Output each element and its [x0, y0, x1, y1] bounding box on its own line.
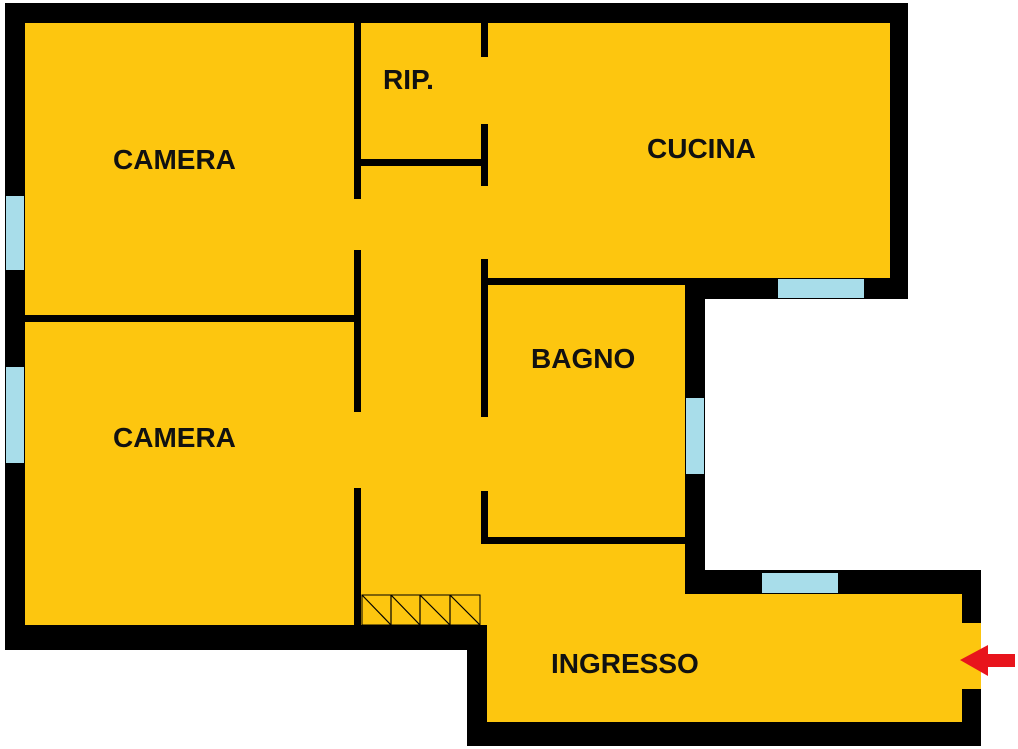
room-label-cucina: CUCINA: [647, 133, 756, 164]
window-bagno: [686, 398, 704, 474]
room-label-camera-top: CAMERA: [113, 144, 236, 175]
room-label-camera-bottom: CAMERA: [113, 422, 236, 453]
window-cucina: [778, 279, 864, 298]
window-camera-bottom: [6, 367, 24, 463]
arrow-left-icon: [960, 645, 1015, 676]
room-label-bagno: BAGNO: [531, 343, 635, 374]
windows: [6, 196, 864, 593]
room-label-ripostiglio: RIP.: [383, 64, 434, 95]
window-ingresso: [762, 573, 838, 593]
stairs-icon: [361, 594, 481, 626]
window-camera-top: [6, 196, 24, 270]
room-label-ingresso: INGRESSO: [551, 648, 699, 679]
floor-area: [25, 23, 962, 722]
